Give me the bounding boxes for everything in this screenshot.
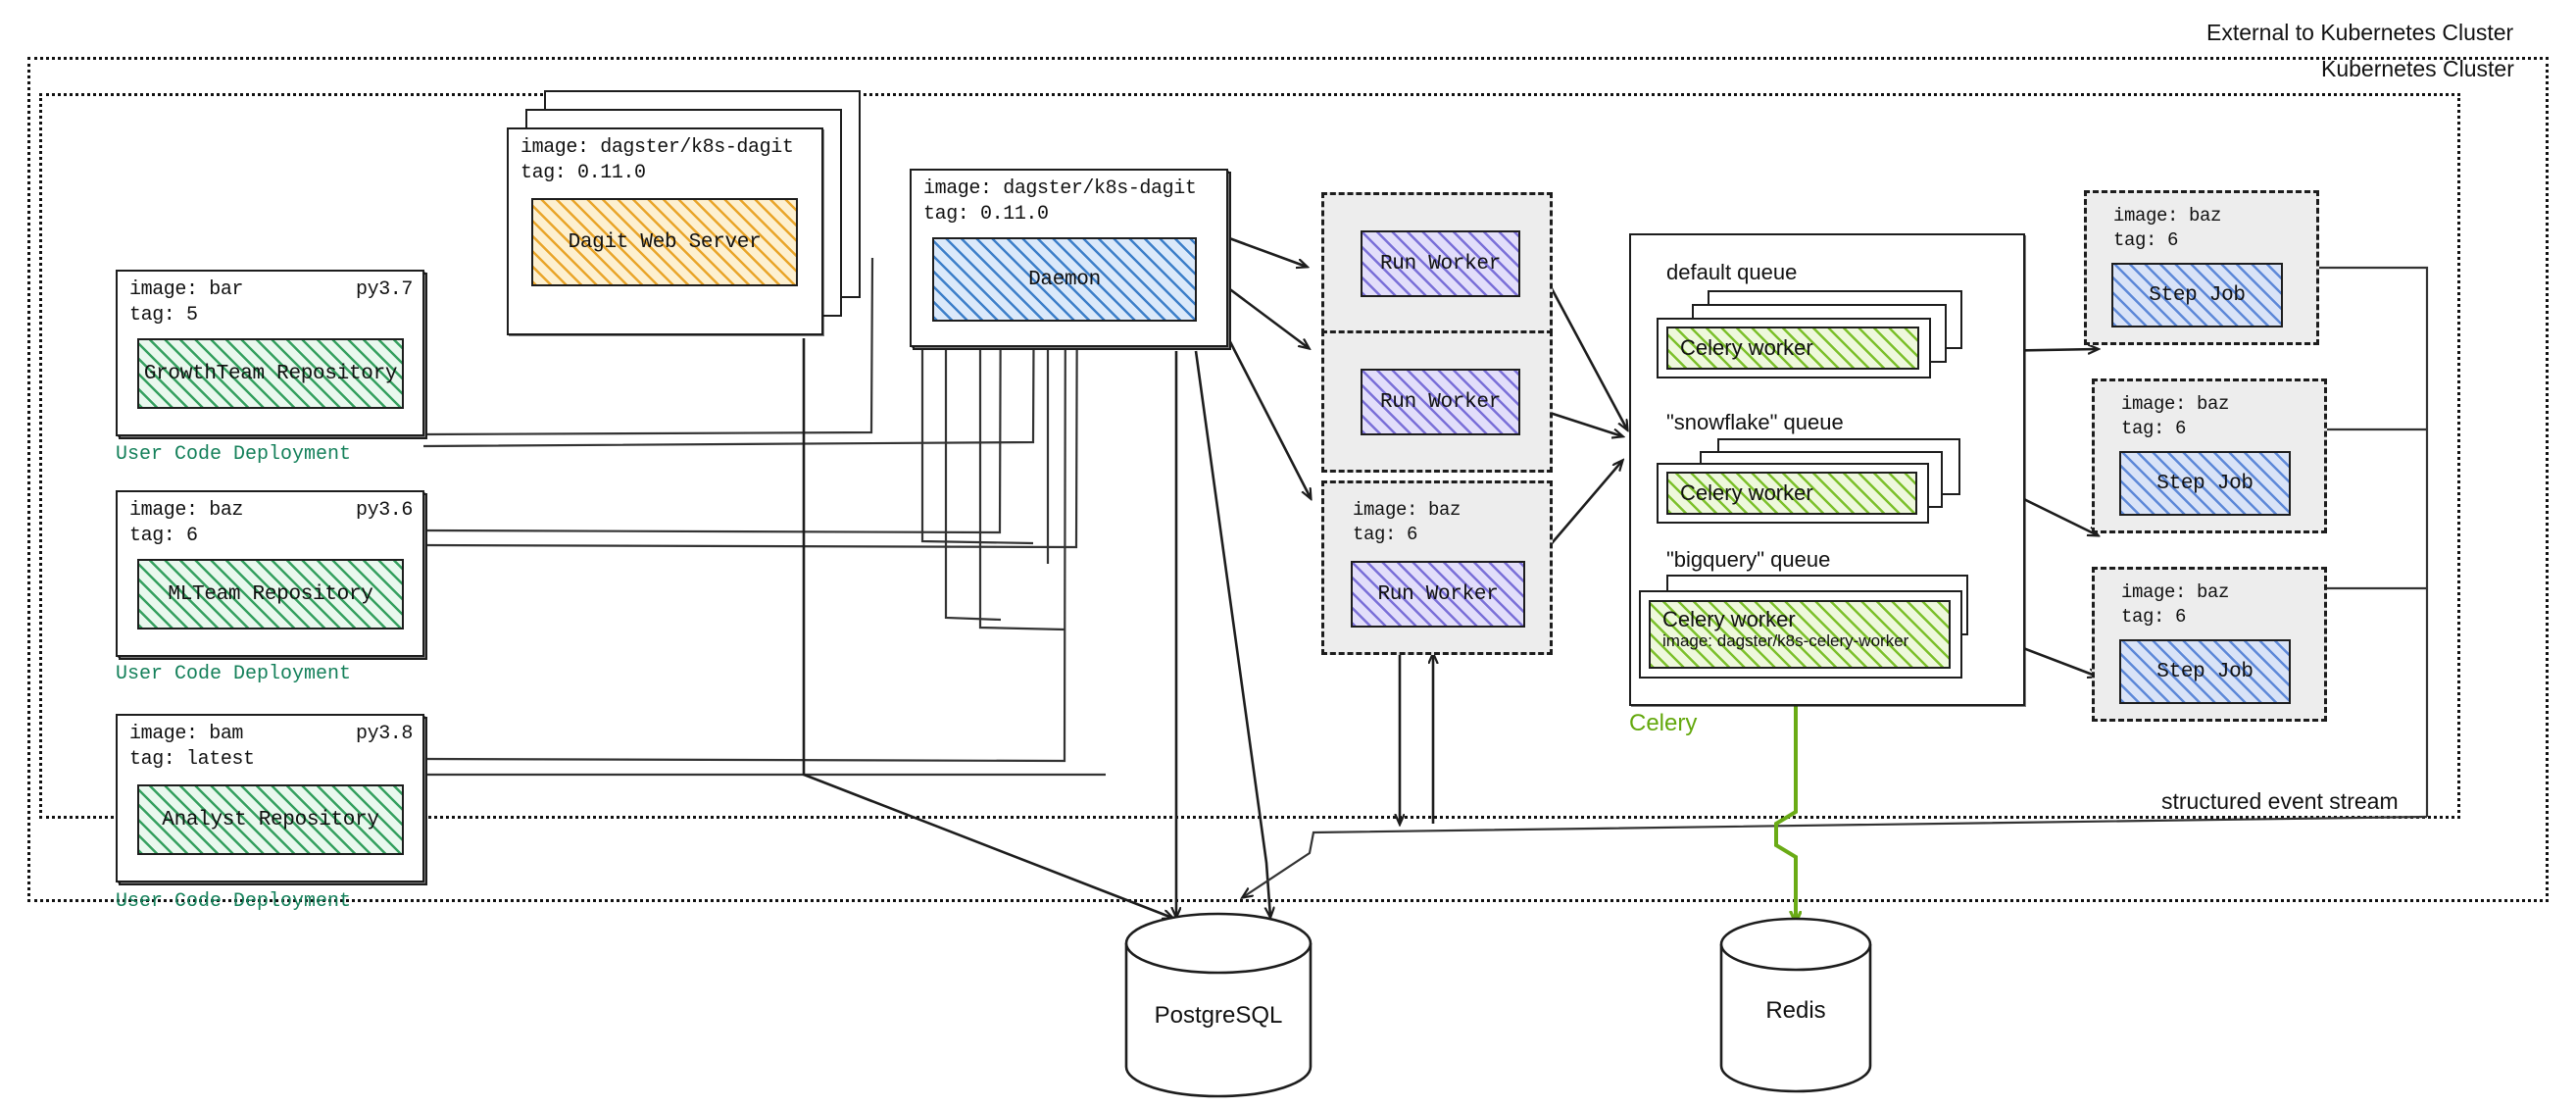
step-job-image: image: baz bbox=[2121, 581, 2230, 603]
step-job-label: Step Job bbox=[2156, 660, 2254, 683]
run-worker-image: image: baz bbox=[1353, 499, 1461, 521]
run-worker-label: Run Worker bbox=[1377, 582, 1499, 606]
daemon-label: Daemon bbox=[1028, 268, 1101, 291]
step-job-tag: tag: 6 bbox=[2113, 228, 2179, 251]
repository-box[interactable]: Analyst Repository bbox=[137, 784, 404, 855]
dagit-web-server[interactable]: image: dagster/k8s-dagit tag: 0.11.0 Dag… bbox=[507, 90, 861, 335]
deployment-caption-mlteam: User Code Deployment bbox=[116, 663, 352, 685]
deployment-caption-analyst: User Code Deployment bbox=[116, 890, 352, 913]
daemon-image-header: image: dagster/k8s-dagit tag: 0.11.0 bbox=[923, 176, 1216, 227]
step-job-image-header: image: baz tag: 6 bbox=[2121, 580, 2307, 629]
database-label: PostgreSQL bbox=[1154, 1002, 1283, 1029]
repo-image: image: baz bbox=[129, 499, 244, 522]
repo-tag: tag: 5 bbox=[129, 304, 198, 327]
step-job-label: Step Job bbox=[2149, 283, 2246, 307]
queue-label-bigquery: "bigquery" queue bbox=[1666, 547, 1831, 572]
step-job-tag: tag: 6 bbox=[2121, 605, 2187, 628]
cylinder-shape bbox=[1124, 912, 1313, 1098]
repo-image-header: py3.6 image: baz tag: 6 bbox=[129, 498, 413, 549]
run-worker-box-2[interactable]: Run Worker bbox=[1361, 369, 1520, 435]
repo-image-header: py3.7 image: bar tag: 5 bbox=[129, 277, 413, 328]
run-worker-label: Run Worker bbox=[1379, 390, 1502, 414]
user-code-deployment-analyst[interactable]: py3.8 image: bam tag: latest Analyst Rep… bbox=[116, 714, 427, 885]
repo-tag: tag: latest bbox=[129, 748, 255, 771]
repo-tag: tag: 6 bbox=[129, 525, 198, 547]
database-redis[interactable]: Redis bbox=[1717, 917, 1874, 1095]
celery-worker-label: Celery worker bbox=[1680, 480, 1813, 506]
daemon-tag: tag: 0.11.0 bbox=[923, 203, 1049, 226]
database-label: Redis bbox=[1765, 997, 1826, 1024]
step-job-box-1[interactable]: Step Job bbox=[2111, 263, 2283, 327]
deployment-caption-growthteam: User Code Deployment bbox=[116, 443, 352, 466]
celery-label: Celery bbox=[1629, 710, 1698, 736]
celery-worker-label: Celery worker bbox=[1662, 607, 1796, 631]
celery-worker-snowflake[interactable]: Celery worker bbox=[1666, 472, 1917, 515]
repository-box[interactable]: GrowthTeam Repository bbox=[137, 338, 404, 409]
daemon[interactable]: image: dagster/k8s-dagit tag: 0.11.0 Dae… bbox=[910, 169, 1231, 350]
run-worker-box-3[interactable]: Run Worker bbox=[1351, 561, 1525, 628]
external-cluster-label: External to Kubernetes Cluster bbox=[2206, 20, 2514, 45]
repo-image: image: bam bbox=[129, 723, 244, 745]
queue-label-snowflake: "snowflake" queue bbox=[1666, 410, 1844, 434]
dagit-image-header: image: dagster/k8s-dagit tag: 0.11.0 bbox=[520, 135, 812, 186]
dagit-image: image: dagster/k8s-dagit bbox=[520, 136, 794, 159]
structured-event-stream-label: structured event stream bbox=[2161, 788, 2399, 814]
celery-worker-bigquery[interactable]: Celery worker image: dagster/k8s-celery-… bbox=[1649, 600, 1951, 669]
run-worker-tag: tag: 6 bbox=[1353, 523, 1418, 545]
user-code-deployment-growthteam[interactable]: py3.7 image: bar tag: 5 GrowthTeam Repos… bbox=[116, 270, 427, 439]
repo-image-header: py3.8 image: bam tag: latest bbox=[129, 722, 413, 773]
step-job-label: Step Job bbox=[2156, 472, 2254, 495]
run-worker-label: Run Worker bbox=[1379, 252, 1502, 276]
repository-label: GrowthTeam Repository bbox=[143, 362, 398, 385]
repository-box[interactable]: MLTeam Repository bbox=[137, 559, 404, 630]
repo-python-version: py3.6 bbox=[355, 499, 413, 522]
step-job-tag: tag: 6 bbox=[2121, 417, 2187, 439]
step-job-image-header: image: baz tag: 6 bbox=[2113, 204, 2300, 252]
queue-label-default: default queue bbox=[1666, 260, 1798, 284]
step-job-image: image: baz bbox=[2121, 393, 2230, 415]
daemon-box[interactable]: Daemon bbox=[932, 237, 1197, 322]
repository-label: Analyst Repository bbox=[162, 808, 379, 831]
repo-python-version: py3.7 bbox=[355, 278, 413, 301]
run-worker-image-header: image: baz tag: 6 bbox=[1353, 498, 1539, 546]
database-postgresql[interactable]: PostgreSQL bbox=[1122, 912, 1314, 1098]
daemon-image: image: dagster/k8s-dagit bbox=[923, 177, 1197, 200]
step-job-box-2[interactable]: Step Job bbox=[2119, 451, 2291, 516]
repository-label: MLTeam Repository bbox=[168, 582, 373, 606]
step-job-image: image: baz bbox=[2113, 205, 2222, 227]
repo-python-version: py3.8 bbox=[355, 723, 413, 745]
step-job-image-header: image: baz tag: 6 bbox=[2121, 392, 2307, 440]
celery-worker-default[interactable]: Celery worker bbox=[1666, 327, 1919, 370]
dagit-label: Dagit Web Server bbox=[568, 230, 762, 254]
user-code-deployment-mlteam[interactable]: py3.6 image: baz tag: 6 MLTeam Repositor… bbox=[116, 490, 427, 660]
repo-image: image: bar bbox=[129, 278, 244, 301]
run-worker-box-1[interactable]: Run Worker bbox=[1361, 230, 1520, 297]
external-to-kubernetes-boundary bbox=[27, 57, 2549, 902]
celery-worker-image: image: dagster/k8s-celery-worker bbox=[1662, 631, 1909, 651]
celery-worker-label: Celery worker bbox=[1680, 335, 1813, 361]
dagit-tag: tag: 0.11.0 bbox=[520, 162, 646, 184]
dagit-box[interactable]: Dagit Web Server bbox=[531, 198, 798, 286]
cylinder-shape bbox=[1719, 917, 1872, 1093]
step-job-box-3[interactable]: Step Job bbox=[2119, 639, 2291, 704]
kubernetes-cluster-label: Kubernetes Cluster bbox=[2321, 56, 2514, 81]
